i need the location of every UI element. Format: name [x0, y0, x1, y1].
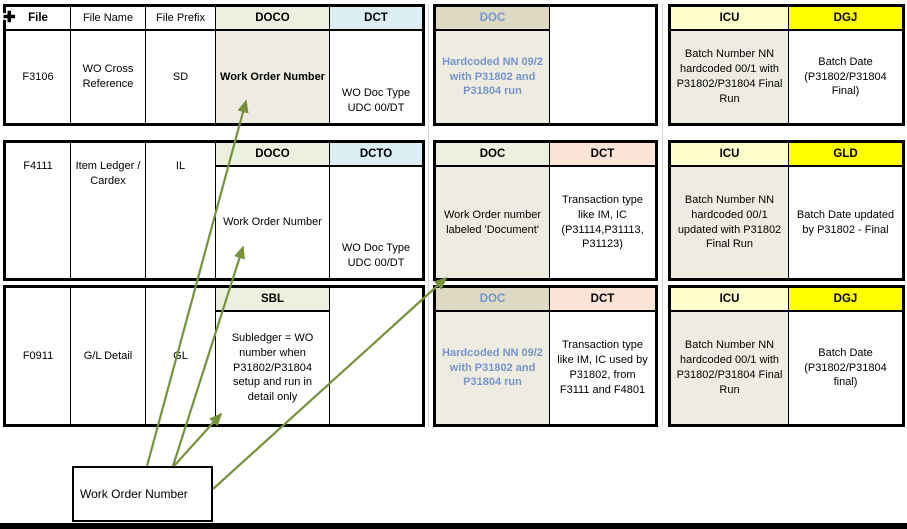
row1-col-icu: ICU Batch Number NN hardcoded 00/1 with … [671, 7, 788, 123]
row2-col-dcto: DCTO WO Doc Type UDC 00/DT [329, 143, 422, 278]
column-header-dct-r1[interactable]: DCT [330, 7, 422, 31]
row3-col-file-prefix: GL [145, 288, 215, 424]
row2-col-dct: DCT Transaction type like IM, IC (P31114… [549, 143, 655, 278]
column-header-file-label: File [28, 12, 48, 24]
row1-col-dct: DCT WO Doc Type UDC 00/DT [329, 7, 422, 123]
row1-col-file-prefix: File Prefix SD [145, 7, 215, 123]
row3-col-dgj: DGJ Batch Date (P31802/P31804 final) [788, 288, 902, 424]
row1-col-doco: DOCO Work Order Number [215, 7, 329, 123]
cell-r1-icu[interactable]: Batch Number NN hardcoded 00/1 with P318… [671, 31, 788, 123]
column-header-doco-r1[interactable]: DOCO [216, 7, 329, 31]
row2-col-doc: DOC Work Order number labeled 'Document' [436, 143, 549, 278]
cell-r2-file[interactable]: F4111 [23, 160, 53, 172]
row3-col-doc: DOC Hardcoded NN 09/2 with P31802 and P3… [436, 288, 549, 424]
cell-r3-icu[interactable]: Batch Number NN hardcoded 00/1 with P318… [671, 312, 788, 424]
row1-col-doc: DOC Hardcoded NN 09/2 with P31802 and P3… [436, 7, 549, 123]
column-header-sbl-r3[interactable]: SBL [216, 288, 329, 312]
row1-col-file-name: File Name WO Cross Reference [70, 7, 145, 123]
row3-col-sbl: SBL Subledger = WO number when P31802/P3… [215, 288, 329, 424]
row1-col-dgj: DGJ Batch Date (P31802/P31804 Final) [788, 7, 902, 123]
cell-r1-doco[interactable]: Work Order Number [216, 31, 329, 123]
column-header-icu-r3[interactable]: ICU [671, 288, 788, 312]
row2-col-gld: GLD Batch Date updated by P31802 - Final [788, 143, 902, 278]
cell-r1-dct[interactable]: WO Doc Type UDC 00/DT [341, 87, 411, 115]
cell-r2-doc[interactable]: Work Order number labeled 'Document' [436, 167, 549, 278]
column-header-doc-r2[interactable]: DOC [436, 143, 549, 167]
cell-r2-dct[interactable]: Transaction type like IM, IC (P31114,P31… [561, 193, 644, 251]
row2-main-block: F4111 Item Ledger / Cardex IL DOCO Work … [3, 140, 425, 281]
row2-col-doco: DOCO Work Order Number [215, 143, 329, 278]
column-header-dcto-r2[interactable]: DCTO [330, 143, 422, 167]
bottom-black-bar [0, 523, 907, 529]
row1-doc-block: DOC Hardcoded NN 09/2 with P31802 and P3… [433, 4, 658, 126]
column-header-file[interactable]: ✚ File [3, 7, 70, 31]
cell-r1-file-prefix[interactable]: SD [172, 70, 189, 83]
column-header-gld-r2[interactable]: GLD [789, 143, 902, 167]
cell-r1-doc[interactable]: Hardcoded NN 09/2 with P31802 and P31804… [436, 31, 549, 123]
cell-r3-file-prefix[interactable]: GL [173, 349, 188, 362]
column-header-file-name[interactable]: File Name [71, 7, 145, 31]
row3-col-icu: ICU Batch Number NN hardcoded 00/1 with … [671, 288, 788, 424]
column-header-dct-r2[interactable]: DCT [550, 143, 655, 167]
column-header-dct-r3[interactable]: DCT [550, 288, 655, 312]
cell-r1-file-name[interactable]: WO Cross Reference [82, 63, 134, 90]
row3-col-dct: DCT Transaction type like IM, IC used by… [549, 288, 655, 424]
column-header-doc-r3[interactable]: DOC [436, 288, 549, 312]
callout-label: Work Order Number [80, 487, 188, 501]
cell-r3-doc[interactable]: Hardcoded NN 09/2 with P31802 and P31804… [436, 312, 549, 424]
row1-col-file: ✚ File F3106 [3, 7, 70, 123]
row2-col-file-name: Item Ledger / Cardex [70, 143, 145, 278]
row2-col-file-prefix: IL [145, 143, 215, 278]
column-header-doc-r1[interactable]: DOC [436, 7, 549, 31]
row1-batch-block: ICU Batch Number NN hardcoded 00/1 with … [668, 4, 905, 126]
cell-r1-blank[interactable] [550, 7, 655, 123]
row3-col-blank [329, 288, 422, 424]
cell-r2-icu[interactable]: Batch Number NN hardcoded 00/1 updated w… [671, 167, 788, 278]
column-header-dgj-r1[interactable]: DGJ [789, 7, 902, 31]
cell-r2-file-name[interactable]: Item Ledger / Cardex [75, 160, 141, 187]
row3-col-file: F0911 [6, 288, 70, 424]
row1-col-blank [549, 7, 655, 123]
cell-r2-doco[interactable]: Work Order Number [223, 216, 322, 229]
row2-col-icu: ICU Batch Number NN hardcoded 00/1 updat… [671, 143, 788, 278]
move-cursor-icon: ✚ [3, 9, 16, 26]
column-header-icu-r2[interactable]: ICU [671, 143, 788, 167]
gap-gridline-right [662, 4, 663, 427]
work-order-number-callout[interactable]: Work Order Number [72, 466, 213, 522]
row3-batch-block: ICU Batch Number NN hardcoded 00/1 with … [668, 285, 905, 427]
cell-r1-file[interactable]: F3106 [22, 70, 54, 83]
cell-r3-blank[interactable] [330, 288, 422, 424]
row2-batch-block: ICU Batch Number NN hardcoded 00/1 updat… [668, 140, 905, 281]
row3-doc-block: DOC Hardcoded NN 09/2 with P31802 and P3… [433, 285, 658, 427]
cell-r3-file-name[interactable]: G/L Detail [83, 349, 133, 362]
gap-gridline-left [428, 4, 429, 427]
cell-r1-dgj[interactable]: Batch Date (P31802/P31804 Final) [804, 55, 887, 98]
row3-main-block: F0911 G/L Detail GL SBL Subledger = WO n… [3, 285, 425, 427]
cell-r3-dgj[interactable]: Batch Date (P31802/P31804 final) [804, 346, 887, 389]
row1-main-block: ✚ File F3106 File Name WO Cross Referenc… [3, 4, 425, 126]
column-header-doco-r2[interactable]: DOCO [216, 143, 329, 167]
cell-r3-dct[interactable]: Transaction type like IM, IC used by P31… [557, 339, 648, 396]
row2-col-file: F4111 [6, 143, 70, 278]
cell-r3-sbl[interactable]: Subledger = WO number when P31802/P31804… [231, 331, 314, 404]
column-header-dgj-r3[interactable]: DGJ [789, 288, 902, 312]
cell-r3-file[interactable]: F0911 [22, 349, 54, 362]
cell-r2-file-prefix[interactable]: IL [175, 160, 186, 172]
cell-r2-dcto[interactable]: WO Doc Type UDC 00/DT [341, 242, 411, 270]
row3-col-file-name: G/L Detail [70, 288, 145, 424]
column-header-icu-r1[interactable]: ICU [671, 7, 788, 31]
cell-r2-gld[interactable]: Batch Date updated by P31802 - Final [796, 208, 895, 236]
row2-doc-block: DOC Work Order number labeled 'Document'… [433, 140, 658, 281]
column-header-file-prefix[interactable]: File Prefix [146, 7, 215, 31]
